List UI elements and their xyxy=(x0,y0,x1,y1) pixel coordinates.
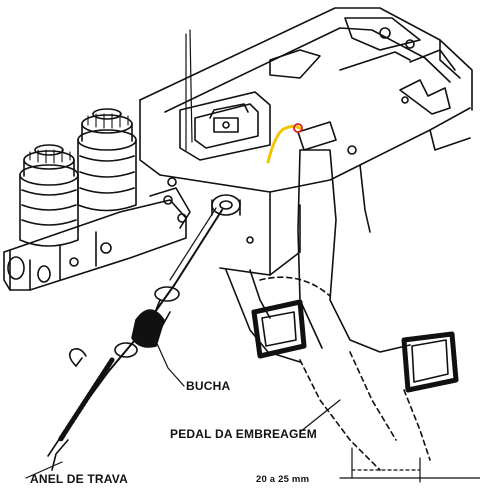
highlighted-wire xyxy=(266,123,303,164)
master-cylinder xyxy=(3,108,191,291)
dimension-markers xyxy=(339,447,480,483)
pedal-arms xyxy=(225,149,459,471)
bucha-label: BUCHA xyxy=(186,379,231,393)
clutch-cable xyxy=(47,207,223,471)
cable-bracket xyxy=(167,91,271,244)
pedal-label: PEDAL DA EMBREAGEM xyxy=(170,427,317,441)
retaining-ring-label: ANEL DE TRAVA xyxy=(30,472,128,486)
pedal-box-housing xyxy=(139,7,473,276)
vertical-rod xyxy=(185,29,193,151)
dimension-label: 20 a 25 mm xyxy=(256,474,310,485)
leader-lines xyxy=(25,327,341,479)
